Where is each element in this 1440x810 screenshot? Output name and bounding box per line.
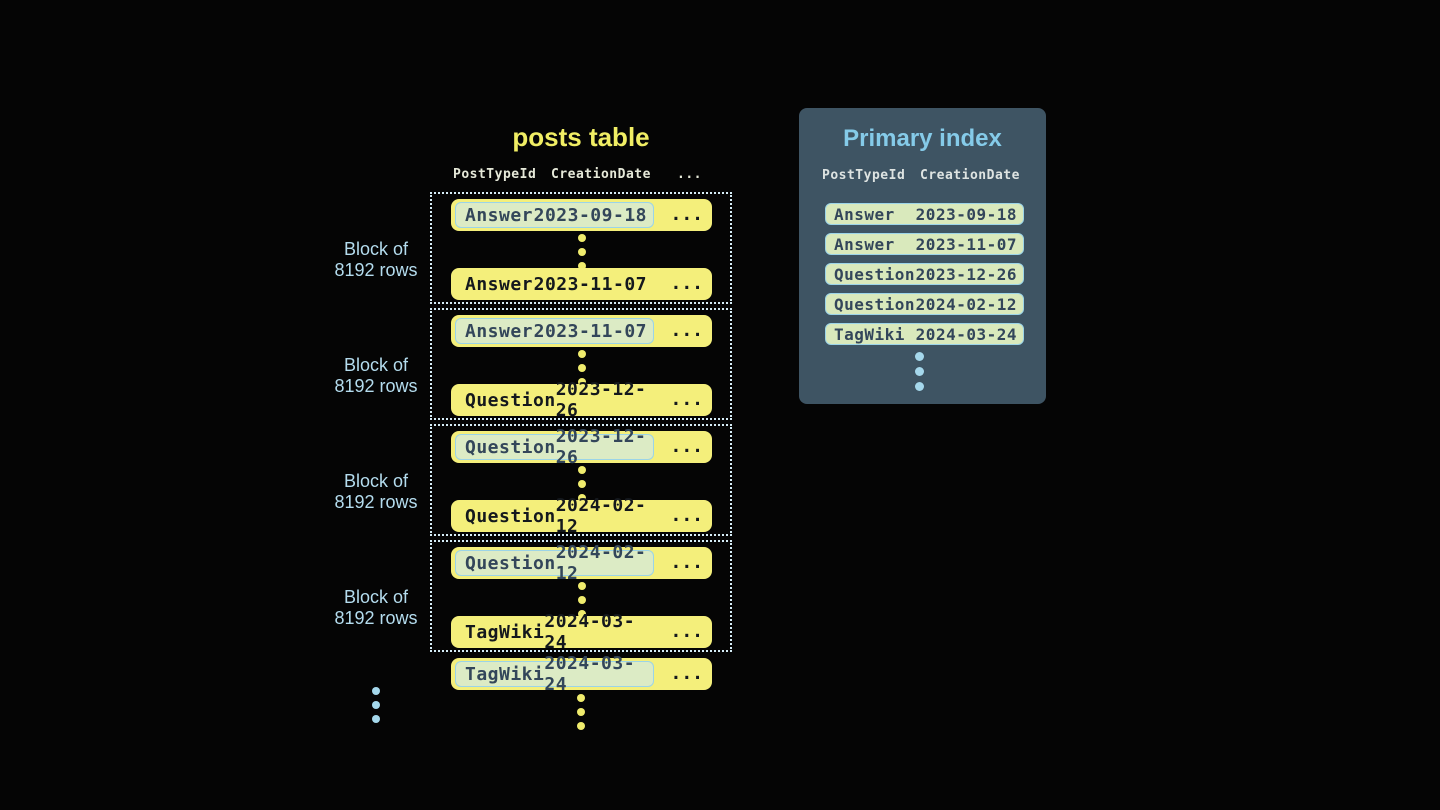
blocks-continue-dots bbox=[372, 687, 380, 723]
primary-index-title: Primary index bbox=[843, 125, 1002, 152]
creation-date-cell: 2023-11-07 bbox=[915, 234, 1017, 254]
post-type-cell: TagWiki bbox=[465, 663, 545, 685]
posts-block-2: Answer 2023-11-07 ... Question 2023-12-2… bbox=[430, 308, 732, 421]
index-continues-dots bbox=[915, 352, 924, 391]
block-label-2: Block of 8192 rows bbox=[316, 355, 436, 397]
vertical-ellipsis-dots bbox=[578, 582, 586, 618]
posts-table-title: posts table bbox=[512, 122, 650, 152]
indexed-row-highlight: TagWiki 2024-03-24 bbox=[455, 653, 654, 695]
column-header-creationdate: CreationDate bbox=[551, 167, 651, 182]
table-row: Question 2023-12-26 ... bbox=[451, 379, 712, 421]
vertical-ellipsis-dots bbox=[578, 350, 586, 386]
row-ellipsis: ... bbox=[670, 320, 703, 341]
indexed-row-highlight: Question 2024-02-12 bbox=[455, 542, 654, 584]
posts-block-1: Answer 2023-09-18 ... Answer 2023-11-07 … bbox=[430, 192, 732, 304]
row-ellipsis: ... bbox=[670, 505, 703, 526]
creation-date-cell: 2023-09-18 bbox=[915, 204, 1017, 224]
table-row: TagWiki 2024-03-24 ... bbox=[451, 653, 712, 695]
row-ellipsis: ... bbox=[670, 621, 703, 642]
post-type-cell: Question bbox=[465, 552, 556, 574]
index-entry: TagWiki 2024-03-24 bbox=[825, 323, 1024, 345]
post-type-cell: Question bbox=[465, 436, 556, 458]
index-entry: Answer 2023-09-18 bbox=[825, 203, 1024, 225]
vertical-ellipsis-dots bbox=[578, 234, 586, 270]
block-label-line: 8192 rows bbox=[334, 608, 418, 628]
post-type-cell: Answer bbox=[834, 204, 895, 224]
creation-date-cell: 2024-02-12 bbox=[555, 495, 647, 537]
index-entry: Question 2024-02-12 bbox=[825, 293, 1024, 315]
post-type-cell: Answer bbox=[465, 320, 534, 342]
block-label-line: 8192 rows bbox=[334, 260, 418, 280]
row-ellipsis: ... bbox=[670, 204, 703, 225]
column-header-ellipsis: ... bbox=[677, 167, 702, 182]
indexed-row-highlight: Question 2023-12-26 bbox=[455, 426, 654, 468]
table-row: Question 2024-02-12 ... bbox=[451, 542, 712, 584]
table-row: Question 2023-12-26 ... bbox=[451, 426, 712, 468]
indexed-row-highlight: Answer 2023-11-07 bbox=[455, 318, 654, 344]
column-header-creationdate: CreationDate bbox=[920, 168, 1020, 183]
row-cells: Question 2023-12-26 bbox=[455, 379, 654, 421]
block-label-line: Block of bbox=[343, 471, 409, 491]
table-row: Answer 2023-09-18 ... bbox=[451, 199, 712, 231]
post-type-cell: TagWiki bbox=[465, 621, 545, 643]
creation-date-cell: 2024-02-12 bbox=[915, 294, 1017, 314]
row-ellipsis: ... bbox=[670, 389, 703, 410]
creation-date-cell: 2024-03-24 bbox=[544, 611, 636, 653]
row-cells: TagWiki 2024-03-24 bbox=[455, 611, 654, 653]
creation-date-cell: 2023-12-26 bbox=[555, 426, 647, 468]
block-label-3: Block of 8192 rows bbox=[316, 471, 436, 513]
table-row: Answer 2023-11-07 ... bbox=[451, 268, 712, 300]
creation-date-cell: 2023-12-26 bbox=[555, 379, 647, 421]
creation-date-cell: 2023-09-18 bbox=[533, 204, 647, 226]
row-ellipsis: ... bbox=[670, 663, 703, 684]
creation-date-cell: 2024-03-24 bbox=[544, 653, 636, 695]
post-type-cell: Answer bbox=[465, 273, 534, 295]
creation-date-cell: 2024-03-24 bbox=[915, 324, 1017, 344]
post-type-cell: Answer bbox=[834, 234, 895, 254]
creation-date-cell: 2023-12-26 bbox=[915, 264, 1017, 284]
row-ellipsis: ... bbox=[670, 436, 703, 457]
block-label-1: Block of 8192 rows bbox=[316, 239, 436, 281]
row-ellipsis: ... bbox=[670, 552, 703, 573]
post-type-cell: Question bbox=[834, 264, 916, 284]
table-continues-dots bbox=[577, 694, 585, 730]
block-label-line: Block of bbox=[343, 355, 409, 375]
row-ellipsis: ... bbox=[670, 273, 703, 294]
index-entry: Question 2023-12-26 bbox=[825, 263, 1024, 285]
block-label-line: 8192 rows bbox=[334, 492, 418, 512]
row-cells: Answer 2023-11-07 bbox=[455, 271, 654, 297]
creation-date-cell: 2023-11-07 bbox=[533, 273, 647, 295]
creation-date-cell: 2024-02-12 bbox=[555, 542, 647, 584]
post-type-cell: Answer bbox=[465, 204, 534, 226]
table-row: Question 2024-02-12 ... bbox=[451, 495, 712, 537]
overflow-row-wrapper: TagWiki 2024-03-24 ... bbox=[451, 653, 712, 695]
post-type-cell: Question bbox=[834, 294, 916, 314]
vertical-ellipsis-dots bbox=[578, 466, 586, 502]
posts-block-3: Question 2023-12-26 ... Question 2024-02… bbox=[430, 424, 732, 537]
post-type-cell: TagWiki bbox=[834, 324, 905, 344]
indexed-row-highlight: Answer 2023-09-18 bbox=[455, 202, 654, 228]
primary-index-column-headers: PostTypeId CreationDate bbox=[799, 168, 1046, 186]
table-row: Answer 2023-11-07 ... bbox=[451, 315, 712, 347]
creation-date-cell: 2023-11-07 bbox=[533, 320, 647, 342]
block-label-line: Block of bbox=[343, 587, 409, 607]
post-type-cell: Question bbox=[465, 505, 556, 527]
post-type-cell: Question bbox=[465, 389, 556, 411]
column-header-posttypeid: PostTypeId bbox=[453, 167, 537, 182]
table-row: TagWiki 2024-03-24 ... bbox=[451, 611, 712, 653]
column-header-posttypeid: PostTypeId bbox=[822, 168, 906, 183]
posts-block-4: Question 2024-02-12 ... TagWiki 2024-03-… bbox=[430, 540, 732, 653]
row-cells: Question 2024-02-12 bbox=[455, 495, 654, 537]
block-label-line: 8192 rows bbox=[334, 376, 418, 396]
index-entry: Answer 2023-11-07 bbox=[825, 233, 1024, 255]
block-label-4: Block of 8192 rows bbox=[316, 587, 436, 629]
primary-index-panel: Primary index PostTypeId CreationDate An… bbox=[799, 108, 1046, 404]
block-label-line: Block of bbox=[343, 239, 409, 259]
